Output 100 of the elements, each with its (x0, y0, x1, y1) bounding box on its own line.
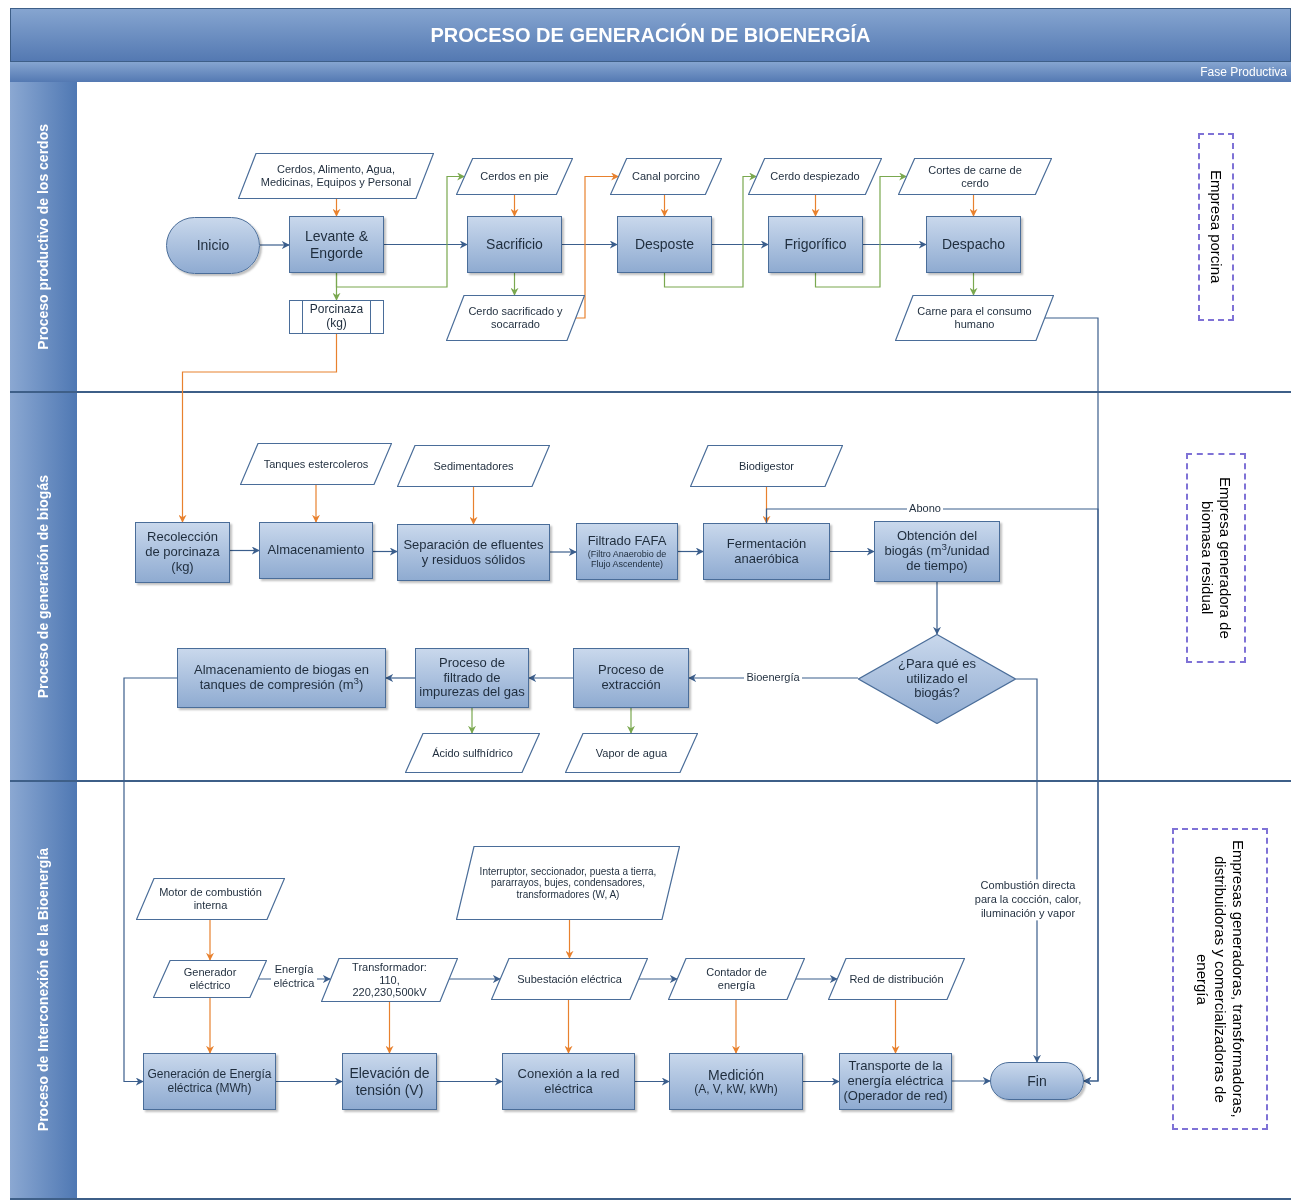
dashed-note-box (1198, 133, 1234, 321)
process-box (177, 648, 386, 708)
vertical-label: Empresas generadoras, transformadoras, distribuidoras y comercializadoras de energía (1193, 839, 1247, 1120)
data-parallelogram (240, 443, 392, 485)
shape-label: Red de distribución (849, 972, 944, 986)
arrow (762, 486, 771, 524)
lane-title: Proceso de generación de biogás (34, 474, 52, 699)
shape-label: Contador de energía (705, 966, 768, 992)
arrow (565, 919, 574, 959)
shape-label: Cerdo despiezado (770, 170, 860, 183)
subprocess-box (289, 300, 384, 334)
data-parallelogram (895, 295, 1054, 341)
process-box (669, 1053, 803, 1110)
shape-label: (A, V, kW, kWh) (694, 1082, 778, 1097)
shape-label: Obtención del biogás (m$^{3}$/unidad de tiempo) (883, 529, 991, 574)
shape-label: Carne para el consumo humano (916, 305, 1033, 331)
shape-label: Inicio (196, 237, 230, 254)
arrow (638, 975, 678, 983)
shape-label: Transformador: 110, 220,230,500kV (351, 961, 428, 999)
process-box (259, 522, 373, 579)
shape-label: Desposte (634, 236, 695, 253)
data-parallelogram (491, 958, 648, 1000)
vertical-label: Empresa porcina (1207, 170, 1225, 284)
arrow (765, 508, 1099, 1085)
arrow (564, 999, 573, 1054)
shape-label: Proceso de filtrado de impurezas del gas (419, 655, 525, 701)
arrow (732, 999, 740, 1054)
arrow (1015, 678, 1041, 1063)
process-box (135, 522, 230, 583)
shape-label: Tanques estercoleros (263, 457, 369, 471)
arrow (933, 581, 941, 635)
arrow (862, 240, 927, 249)
data-parallelogram (238, 153, 434, 199)
arrow (951, 1077, 991, 1085)
shape-label: ¿Para qué es utilizado el biogás? (896, 656, 977, 702)
process-box (703, 523, 830, 580)
swimlane (10, 782, 1291, 1200)
process-box (768, 216, 863, 273)
shape-label: Vapor de agua (595, 746, 668, 760)
arrow (663, 172, 758, 288)
arrow (802, 1077, 840, 1086)
data-parallelogram (748, 158, 882, 195)
data-parallelogram (668, 958, 805, 1000)
process-box (467, 216, 562, 273)
process-box (874, 521, 1000, 582)
shape-label: Conexión a la red eléctrica (516, 1066, 621, 1097)
arrow (385, 674, 416, 682)
process-box (415, 648, 529, 708)
process-box (926, 216, 1021, 273)
shape-label: Filtrado FAFA (587, 533, 667, 549)
shape-label: Sacrificio (486, 236, 543, 253)
arrow (383, 240, 468, 249)
shape-label: Levante & Engorde (303, 228, 370, 261)
arrow (528, 674, 574, 682)
shape-label: Porcinaza (kg) (308, 303, 365, 331)
data-parallelogram (456, 846, 680, 920)
arrow (259, 241, 290, 249)
edge-label: Bioenergía (744, 671, 802, 685)
phase-label: Fase Productiva (1200, 64, 1287, 81)
arrow (335, 172, 466, 288)
process-box (289, 216, 384, 273)
shape-label: Canal porcino (632, 170, 700, 183)
arrow (814, 172, 908, 288)
vertical-label: Empresa generadora de biomasa residual (1198, 476, 1234, 641)
arrow (561, 240, 618, 249)
arrow (677, 547, 704, 556)
process-box (573, 648, 689, 708)
arrow (469, 486, 478, 525)
data-parallelogram (136, 878, 285, 920)
shape-label: Almacenamiento (267, 543, 365, 558)
shape-label: Fermentación anaeróbica (725, 536, 808, 567)
shape-label: Ácido sulfhídrico (432, 746, 513, 760)
arrow (811, 194, 820, 217)
shape-label: Interruptor, seccionador, puesta a tierra, pararrayos, bujes, condensadores, transformadores (W, A) (478, 865, 658, 901)
data-parallelogram (153, 960, 267, 998)
shape-label: Elevación de tensión (V) (348, 1065, 431, 1098)
arrow (275, 1077, 343, 1086)
process-box (397, 524, 550, 581)
shape-label: Fin (1027, 1072, 1047, 1090)
shape-label: Motor de combustión interna (158, 886, 263, 912)
arrow (575, 172, 620, 319)
shape-label: Medición (708, 1066, 764, 1083)
decision-diamond (858, 634, 1016, 724)
swimlane (10, 393, 1291, 782)
arrow (229, 546, 260, 555)
data-parallelogram (456, 158, 573, 195)
data-parallelogram (610, 158, 722, 195)
arrow (711, 240, 769, 249)
process-box (143, 1053, 276, 1110)
arrow (634, 1077, 670, 1086)
arrow (332, 198, 341, 217)
process-box (576, 523, 678, 580)
swimlane (10, 82, 1291, 393)
shape-label: Cerdo sacrificado y socarrado (467, 305, 564, 331)
shape-label: Subestación eléctrica (517, 972, 622, 986)
shape-label: Proceso de extracción (597, 663, 665, 693)
data-parallelogram (690, 445, 843, 487)
arrow (178, 333, 338, 523)
arrow (660, 194, 669, 217)
arrow (795, 975, 838, 983)
